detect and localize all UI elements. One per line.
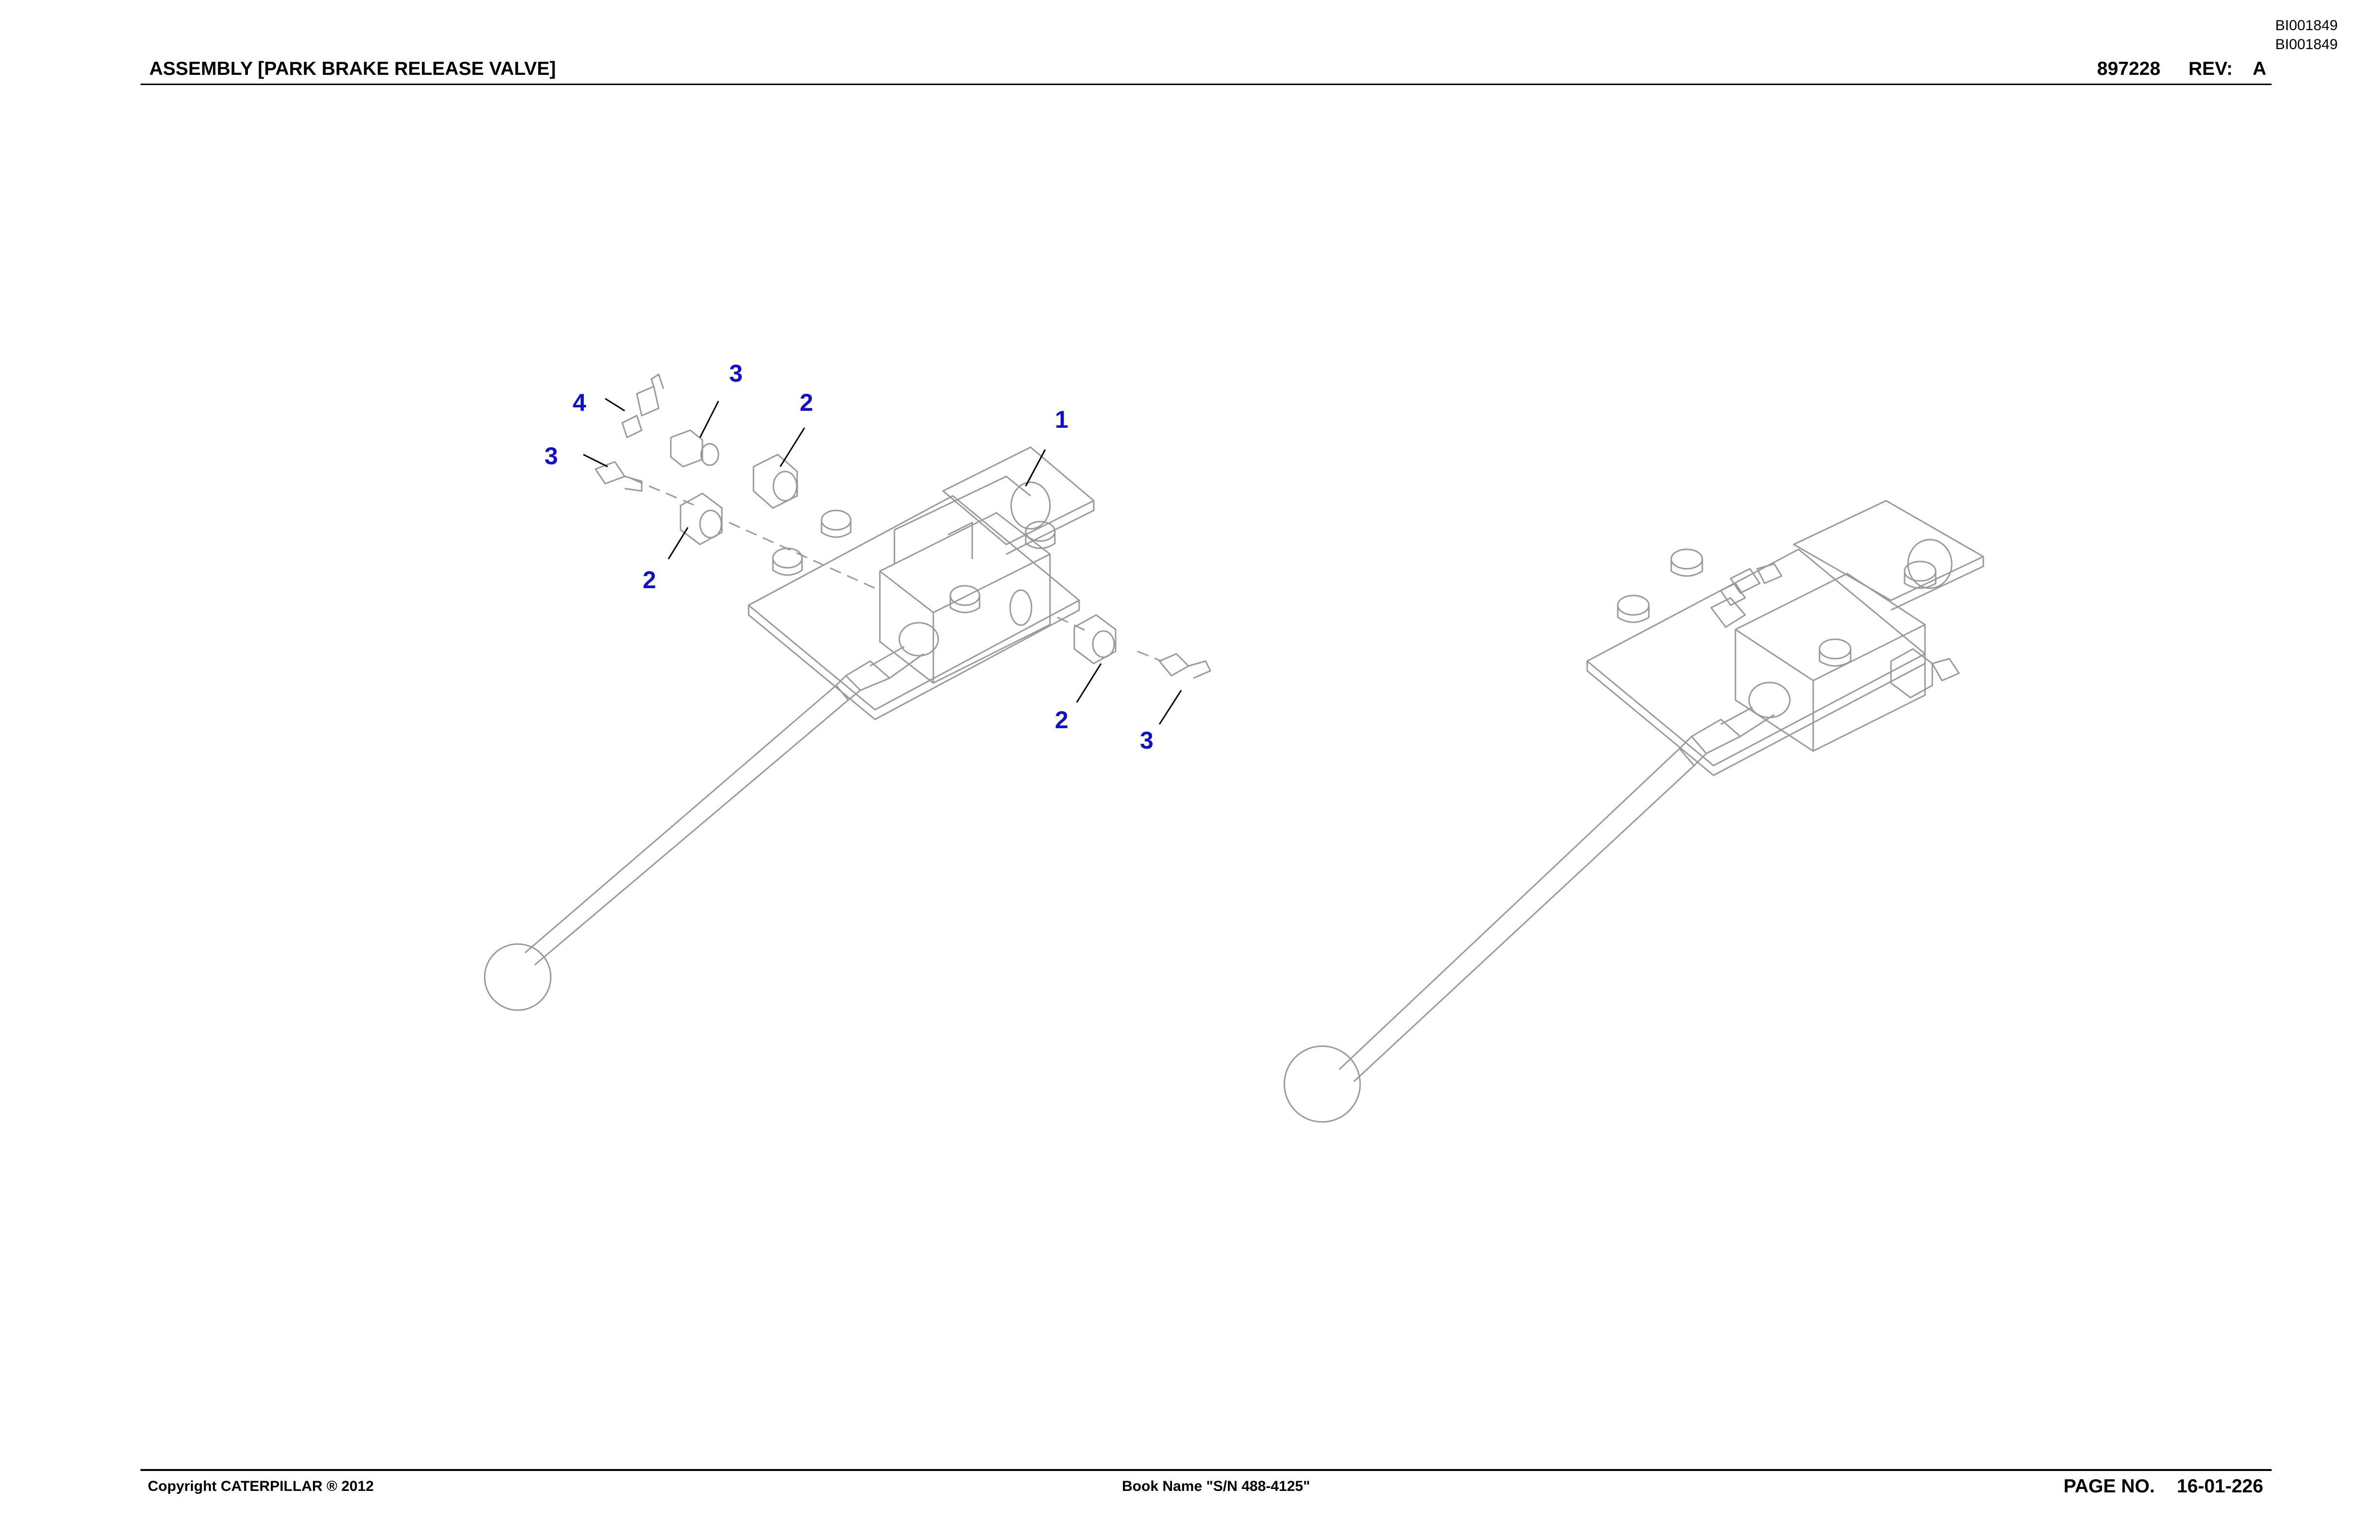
valve-body-side [1813,625,1926,752]
valve-body-side [933,554,1051,684]
fitting-tee [1710,597,1746,628]
base-plate [748,495,1080,711]
handle-knob [484,943,552,1011]
bolt [1819,638,1852,667]
callout-2: 2 [643,566,656,594]
handle-boss [1748,682,1791,718]
handle-nut [1691,718,1741,754]
bolt [1025,521,1056,549]
bolt [949,585,980,613]
callout-3: 3 [544,442,558,470]
assembled-view [1283,500,1984,1123]
callout-2: 2 [800,389,813,416]
base-plate [1586,548,1926,767]
valve-body-front [879,571,934,684]
footer-rule [140,1469,2272,1471]
document-id: BI001849 [2275,18,2338,34]
callout-1: 1 [1055,406,1068,433]
fitting-elbow [1730,568,1761,594]
document-id-duplicate: BI001849 [2275,36,2338,52]
page-label: PAGE NO. [2064,1476,2155,1497]
base-plate-edge [748,600,1080,720]
adapter [752,454,798,509]
fitting-elbow [621,373,665,438]
adapter [1890,648,1933,699]
bolt [1904,560,1937,589]
book-name: Book Name "S/N 488-4125" [1122,1478,1310,1494]
bolt [1670,548,1703,577]
valve-body-front [1734,630,1814,752]
handle-knob [1283,1045,1361,1123]
rev-value: A [2253,58,2267,79]
part-number: 897228 [2097,58,2161,79]
header-rule [140,84,2272,85]
handle-lever [525,684,849,966]
callout-2: 2 [1055,706,1068,734]
callout-3: 3 [1140,727,1154,754]
exploded-view [484,373,1211,1011]
page-title: ASSEMBLY [PARK BRAKE RELEASE VALVE] [149,58,556,79]
handle-lever [1338,748,1695,1083]
callout-3: 3 [729,360,743,387]
fitting-elbow [1158,653,1211,679]
handle-boss [898,622,939,657]
fitting-connector [670,429,719,468]
page-number: 16-01-226 [2177,1476,2263,1497]
bolt [1617,595,1650,623]
callout-4: 4 [573,389,586,416]
fitting-tee [595,461,643,492]
handle-nut [845,660,891,691]
copyright: Copyright CATERPILLAR ® 2012 [148,1478,374,1494]
bolt [772,547,803,576]
adapter [680,492,723,545]
valve-body-top [1734,573,1926,682]
rev-label: REV: [2188,58,2233,79]
bolt [821,509,852,538]
adapter [1073,614,1117,665]
